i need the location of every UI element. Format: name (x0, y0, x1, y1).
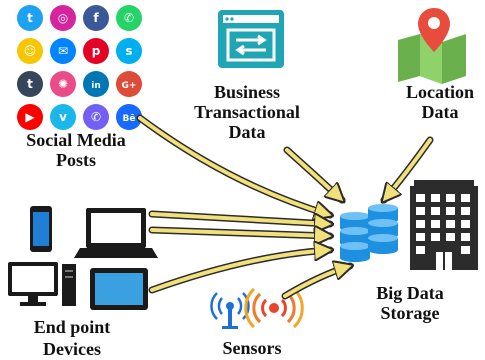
label-business-transactional-data: Business Transactional Data (192, 82, 302, 142)
building-window (446, 233, 455, 241)
building-window (416, 220, 425, 228)
building-window (416, 194, 425, 202)
building-window (461, 207, 470, 215)
messenger-icon: ✉ (50, 38, 76, 64)
arrow-tablet-to-storage (150, 250, 330, 292)
facebook-icon: f (83, 5, 109, 31)
instagram-icon: ◎ (50, 5, 76, 31)
svg-text:t: t (27, 11, 33, 25)
label-line: Big Data (376, 283, 444, 303)
location-map-icon (398, 8, 466, 84)
business-transaction-icon (218, 10, 284, 68)
label-big-data-storage: Big Data Storage (355, 283, 465, 323)
building-window (416, 233, 425, 241)
svg-text:☺: ☺ (24, 44, 37, 58)
label-line: Posts (56, 150, 96, 170)
label-line: Business (213, 82, 281, 102)
svg-text:✆: ✆ (91, 110, 101, 124)
behance-icon: Bē (116, 104, 142, 130)
svg-text:▶: ▶ (25, 110, 35, 124)
label-end-point-devices: End point Devices (12, 316, 132, 360)
pinterest-icon: p (83, 38, 109, 64)
flow-arrows-fill (138, 116, 432, 298)
arrow-laptop-to-storage (150, 212, 330, 224)
dribbble-icon: ✺ (50, 71, 76, 97)
building-window (461, 220, 470, 228)
twitter-icon: t (17, 5, 43, 31)
tablet-icon (90, 268, 148, 310)
arrow-laptop2-to-storage (150, 230, 330, 236)
building-window (461, 233, 470, 241)
label-line: Social Media (26, 130, 126, 150)
building-window (416, 246, 425, 254)
svg-text:in: in (91, 81, 101, 91)
laptop-icon (74, 208, 158, 258)
label-line: Data (421, 102, 459, 122)
arrow-sensor-to-storage (283, 266, 350, 298)
svg-text:v: v (59, 110, 67, 124)
svg-text:f: f (93, 11, 99, 25)
building-window (461, 194, 470, 202)
label-sensors: Sensors (222, 338, 282, 358)
label-line: Devices (43, 339, 101, 359)
building-window (431, 194, 440, 202)
building-window (446, 194, 455, 202)
arrow-business-to-storage (285, 148, 342, 200)
database-storage-icon (340, 204, 398, 262)
label-line: Storage (380, 303, 440, 323)
svg-text:Bē: Bē (123, 114, 136, 124)
snapchat-icon: ☺ (17, 38, 43, 64)
label-line: End point (33, 317, 111, 337)
whatsapp-icon: ✆ (116, 5, 142, 31)
building-window (446, 207, 455, 215)
desktop-computer-icon (8, 262, 76, 306)
arrow-social-to-storage (138, 116, 330, 215)
svg-text:p: p (92, 44, 101, 58)
social-media-icon-grid: t ◎ f ✆ ☺ ✉ p s t ✺ in G+ ▶ v ✆ Bē (17, 5, 142, 130)
svg-text:s: s (125, 44, 132, 58)
sensor-blue-icon (210, 292, 250, 329)
arrow-location-to-storage (384, 138, 432, 200)
svg-text:✉: ✉ (58, 44, 68, 58)
tumblr-icon: t (17, 71, 43, 97)
label-location-data: Location Data (395, 82, 485, 122)
building-window (461, 246, 470, 254)
building-window (431, 220, 440, 228)
building-window (446, 220, 455, 228)
building-window (416, 207, 425, 215)
skype-icon: s (116, 38, 142, 64)
svg-text:✺: ✺ (58, 77, 68, 91)
building-window (431, 233, 440, 241)
label-line: Data (228, 122, 266, 142)
linkedin-icon: in (83, 71, 109, 97)
label-line: Location (405, 82, 474, 102)
svg-text:✆: ✆ (124, 11, 134, 25)
label-line: Transactional (194, 102, 300, 122)
svg-text:◎: ◎ (58, 11, 68, 25)
building-icon (410, 180, 478, 270)
svg-text:G+: G+ (122, 81, 137, 91)
svg-text:t: t (27, 77, 33, 91)
google-plus-icon: G+ (116, 71, 142, 97)
label-social-media-posts: Social Media Posts (6, 130, 146, 170)
building-window (431, 207, 440, 215)
viber-icon: ✆ (83, 104, 109, 130)
smartphone-icon (30, 206, 52, 252)
vimeo-icon: v (50, 104, 76, 130)
youtube-icon: ▶ (17, 104, 43, 130)
